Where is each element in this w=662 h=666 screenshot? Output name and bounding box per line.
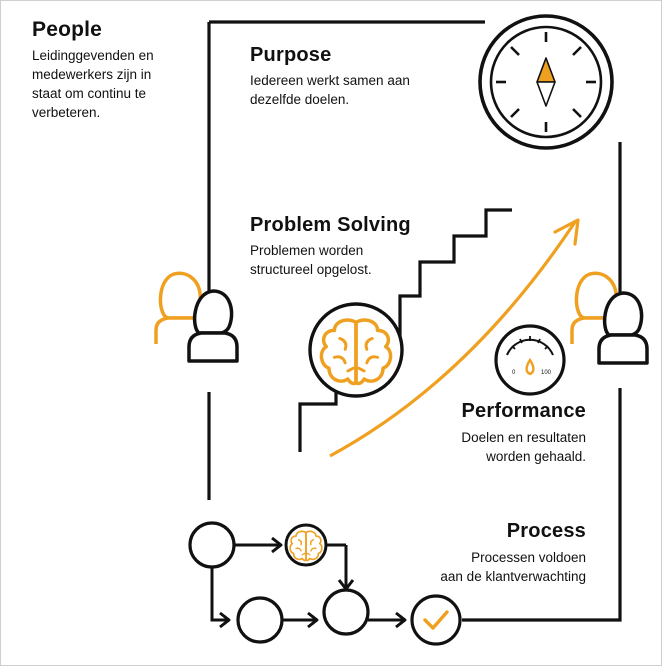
purpose-desc-line: dezelfde doelen. xyxy=(250,92,350,107)
people-title: People xyxy=(32,18,103,41)
gauge-icon: 0 100 xyxy=(494,324,566,396)
check-icon xyxy=(410,594,462,646)
people-icon-right xyxy=(570,271,649,365)
people-desc-line: staat om continu te xyxy=(32,86,147,101)
process-desc-line: aan de klantverwachting xyxy=(440,569,586,584)
growth-arrow-icon xyxy=(329,218,580,458)
process-title: Process xyxy=(506,520,586,542)
people-desc-line: verbeteren. xyxy=(32,105,101,120)
performance-description: Doelen en resultaten worden gehaald. xyxy=(461,428,586,466)
purpose-description: Iedereen werkt samen aan dezelfde doelen… xyxy=(250,71,410,109)
problem-solving-desc-line: Problemen worden xyxy=(250,243,364,258)
gauge-min-label: 0 xyxy=(512,370,516,376)
gauge-max-label: 100 xyxy=(541,370,552,376)
problem-solving-desc-line: structureel opgelost. xyxy=(250,262,372,277)
compass-icon xyxy=(478,14,614,150)
purpose-title: Purpose xyxy=(250,44,332,66)
process-flow xyxy=(188,521,462,646)
frame-right-lower-line xyxy=(462,388,622,622)
performance-title: Performance xyxy=(461,400,586,422)
performance-desc-line: worden gehaald. xyxy=(486,449,586,464)
performance-desc-line: Doelen en resultaten xyxy=(461,430,586,445)
brain-icon xyxy=(308,302,404,398)
process-description: Processen voldoen aan de klantverwachtin… xyxy=(440,548,586,586)
problem-solving-title: Problem Solving xyxy=(250,214,411,236)
process-desc-line: Processen voldoen xyxy=(471,550,586,565)
people-icon-left xyxy=(154,271,239,363)
process-brain-icon xyxy=(284,523,328,567)
purpose-desc-line: Iedereen werkt samen aan xyxy=(250,73,410,88)
people-description: Leidinggevenden en medewerkers zijn in s… xyxy=(32,46,154,122)
people-desc-line: medewerkers zijn in xyxy=(32,67,152,82)
problem-solving-description: Problemen worden structureel opgelost. xyxy=(250,241,372,279)
people-desc-line: Leidinggevenden en xyxy=(32,48,154,63)
stairs-icon xyxy=(298,208,512,452)
